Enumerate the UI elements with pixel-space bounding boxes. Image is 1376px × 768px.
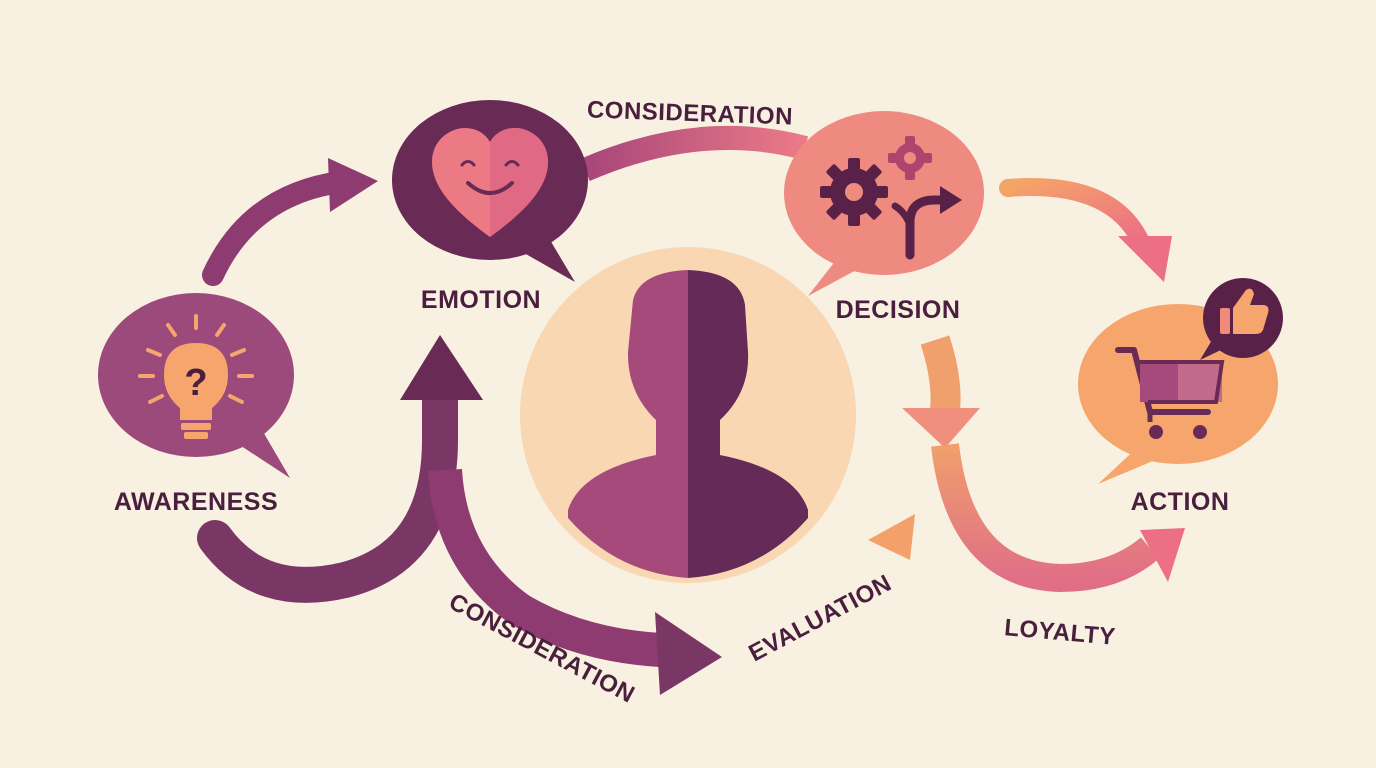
stage-label-emotion: EMOTION [421, 286, 541, 314]
flow-label-consideration-top: CONSIDERATION [587, 96, 794, 130]
decision-bubble [784, 111, 984, 296]
person-silhouette-icon [568, 270, 808, 578]
emotion-bubble [392, 100, 588, 282]
small-gear-icon [888, 136, 932, 180]
flow-label-evaluation: EVALUATION [744, 570, 896, 668]
crossroads-arrow-icon [891, 186, 962, 260]
stage-label-decision: DECISION [836, 296, 961, 324]
arrow-decision-to-action [999, 178, 1172, 282]
arrow-awareness-to-emotion [202, 158, 378, 286]
arrow-loyalty-loop [902, 335, 1185, 593]
large-gear-icon [820, 158, 888, 226]
stage-label-awareness: AWARENESS [114, 488, 278, 516]
arrow-evaluation [868, 514, 915, 560]
svg-text:?: ? [184, 362, 207, 404]
arrow-consideration-bottom [428, 468, 722, 695]
awareness-bubble: ? [98, 293, 294, 478]
action-bubble [1078, 278, 1283, 484]
center-person [520, 247, 856, 583]
lightbulb-question-icon: ? [138, 314, 254, 439]
flow-label-loyalty: LOYALTY [1003, 614, 1116, 651]
gears-crossroads-icon [820, 136, 962, 260]
shopping-cart-icon [1115, 347, 1225, 439]
arrow-emotion-to-decision [580, 125, 809, 182]
thumbs-up-badge [1200, 278, 1283, 360]
thumbs-up-icon [1220, 288, 1269, 334]
stage-label-action: ACTION [1131, 488, 1230, 516]
smiling-heart-icon [432, 128, 548, 237]
